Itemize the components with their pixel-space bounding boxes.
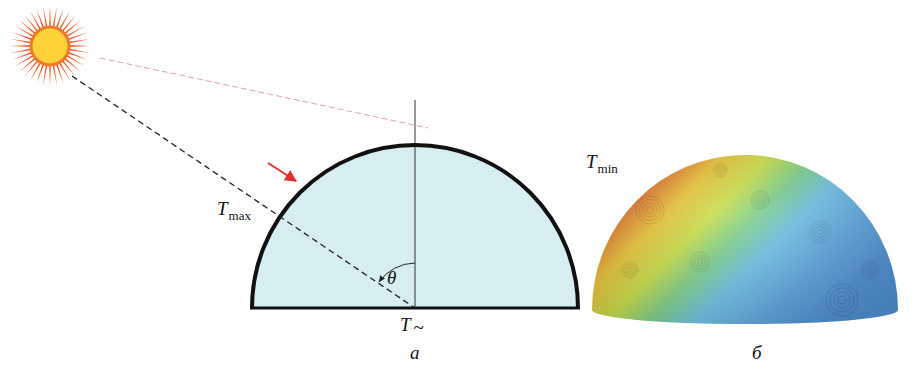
sun-ray [68, 48, 90, 53]
angle-arc [379, 263, 415, 282]
sun-ray [43, 64, 48, 86]
sun-ray [12, 32, 33, 40]
sun-ray-line [100, 58, 428, 128]
symbol-label: θ [387, 267, 396, 288]
sun-ray [55, 63, 63, 84]
sun-ray [30, 61, 42, 81]
label-group: T~ [400, 315, 424, 334]
sun-ray [30, 11, 42, 31]
label-group: а [410, 343, 420, 362]
sun-ray [15, 26, 35, 38]
sun-ray [36, 63, 44, 84]
symbol-label: б [752, 342, 762, 363]
sun-ray [58, 11, 70, 31]
subscript-label: ~ [414, 317, 424, 338]
label-group: Tmin [586, 152, 618, 171]
sun-ray [49, 6, 51, 28]
sun-ray [55, 8, 63, 29]
symbol-label: а [410, 342, 420, 363]
sun-ray [52, 64, 57, 86]
sun-ray [12, 51, 33, 59]
vertical-axis [415, 100, 416, 308]
sun-ray [67, 51, 88, 59]
sun-ray [43, 7, 48, 29]
sun-ray [67, 32, 88, 40]
sun-ray [65, 26, 85, 38]
label-group: Tmax [217, 199, 251, 218]
symbol-label: T [586, 151, 597, 172]
sun-ray [15, 54, 35, 66]
subscript-label: min [598, 161, 618, 176]
temperature-hemisphere [592, 155, 898, 324]
label-group: б [752, 343, 762, 362]
sun-ray [11, 39, 33, 44]
subscript-label: max [229, 208, 251, 223]
sun-ray [58, 61, 70, 81]
incident-arrow [268, 163, 296, 181]
sun-ray [68, 45, 90, 47]
sun-symbol [10, 6, 90, 86]
sun-ray [52, 7, 57, 29]
sun-ray-line [72, 76, 415, 308]
sun-ray [65, 54, 85, 66]
sun-ray [11, 48, 33, 53]
sun-ray [10, 45, 32, 47]
sun-disc [31, 27, 69, 65]
symbol-label: T [400, 314, 411, 335]
sun-ray [68, 39, 90, 44]
symbol-label: T [217, 198, 228, 219]
sun-ray [49, 64, 51, 86]
hemisphere-dome [252, 145, 578, 308]
sun-ray [36, 8, 44, 29]
label-group: θ [387, 268, 396, 287]
